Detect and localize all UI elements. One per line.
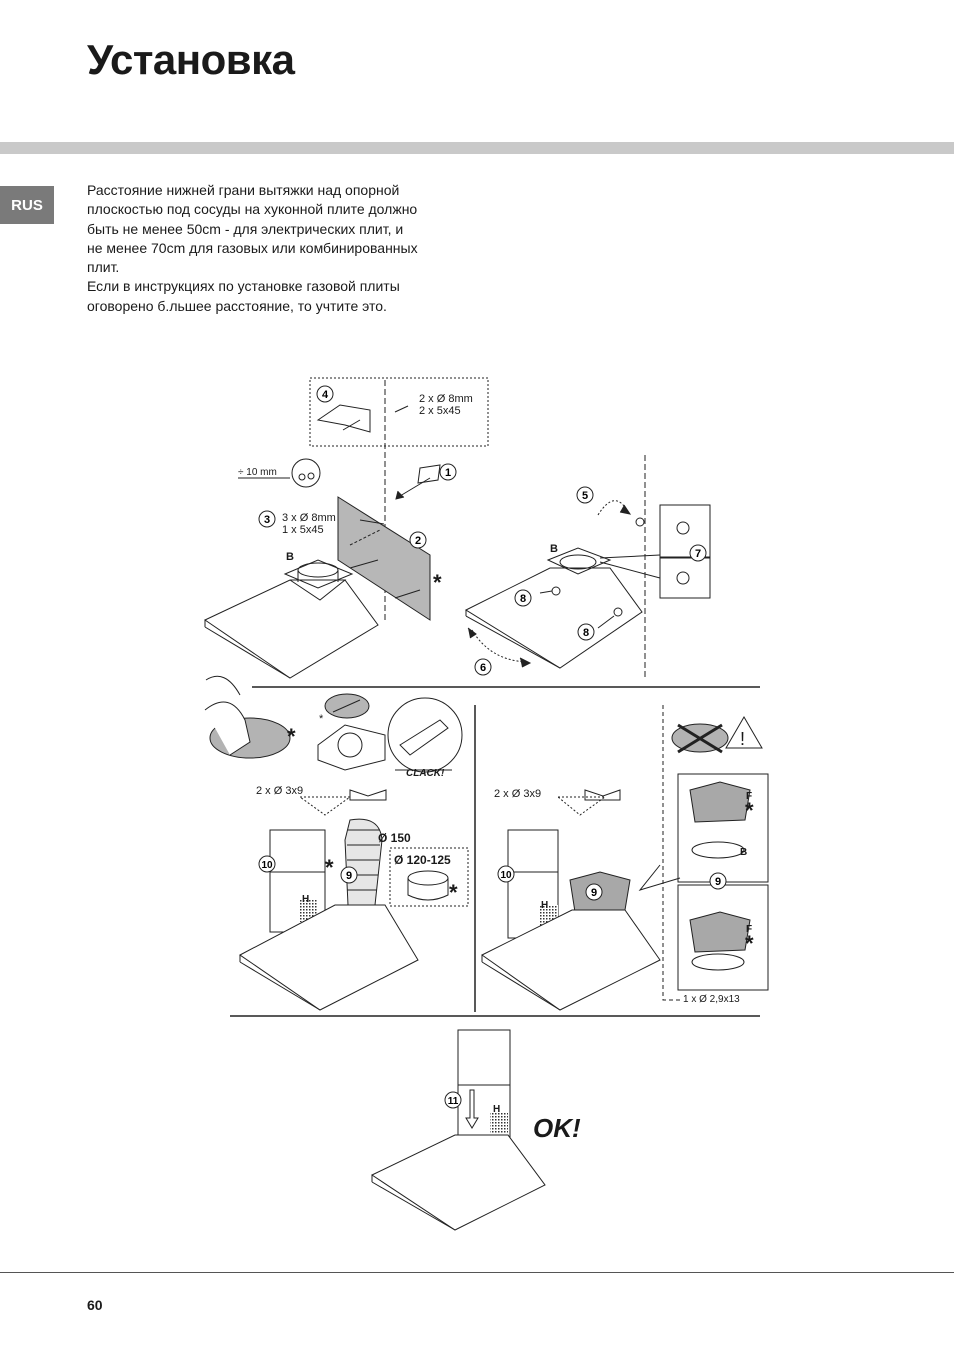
asterisk-3: * (325, 855, 334, 880)
hood-3 (239, 904, 419, 1011)
f-label-top: F (746, 791, 752, 802)
intro-line: Если в инструкциях по установке газовой … (87, 278, 400, 295)
svg-text:10: 10 (500, 870, 512, 881)
cover-outline (298, 796, 352, 816)
svg-text:9: 9 (346, 870, 352, 882)
step-9-right: 9 (709, 872, 727, 890)
asterisk-small: * (319, 713, 324, 725)
intro-line: оговорено б.льшее расстояние, то учтите … (87, 297, 387, 314)
installation-diagram: 4 1 3 2 5 7 8 8 6 10 9 10 9 9 11 2 x Ø 8… (203, 377, 769, 1231)
clack-detail-circle (387, 697, 463, 773)
page-title: Установка (87, 36, 295, 83)
screws-label-mid: 2 x Ø 3x9 (494, 788, 541, 800)
step-8a: 8 (514, 589, 532, 607)
step-4: 4 (316, 385, 334, 403)
screws-label-left: 2 x Ø 3x9 (256, 785, 303, 797)
svg-text:11: 11 (448, 1096, 459, 1107)
svg-text:7: 7 (695, 548, 701, 560)
svg-text:5: 5 (582, 490, 588, 502)
svg-text:9: 9 (591, 887, 597, 899)
asterisk-1: * (433, 570, 442, 595)
detail-box-bottom (659, 557, 711, 599)
kit3-label-1: 3 x Ø 8mm (282, 512, 336, 524)
wall-plate (337, 496, 431, 621)
asterisk-2: * (287, 724, 296, 749)
clack-label: CLACK! (406, 768, 445, 779)
h-label-bottom: H (493, 1104, 500, 1115)
b-label-detail: B (740, 847, 747, 858)
page-number: 60 (87, 1297, 103, 1313)
step-10-left: 10 (258, 855, 276, 873)
intro-text: Расстояние нижней грани вытяжки над опор… (87, 181, 467, 316)
intro-line: Расстояние нижней грани вытяжки над опор… (87, 182, 400, 198)
dia120-label: Ø 120-125 (394, 853, 451, 867)
step-1: 1 (439, 463, 457, 481)
ok-label: OK! (533, 1113, 581, 1143)
hood-4 (481, 909, 661, 1011)
label-b-1: B (286, 551, 294, 563)
label-b-2: B (550, 543, 558, 555)
kit4-label-2: 2 x 5x45 (419, 405, 461, 417)
detail-box-top (659, 504, 711, 558)
dia150-label: Ø 150 (378, 831, 411, 845)
gap-label: ÷ 10 mm (238, 467, 277, 478)
screw-2-9-label: 1 x Ø 2,9x13 (683, 994, 740, 1005)
footer-divider (0, 1272, 954, 1273)
intro-line: быть не менее 50cm - для электрических п… (87, 220, 404, 237)
kit4-label-1: 2 x Ø 8mm (419, 393, 473, 405)
warning-triangle (725, 716, 763, 749)
header-divider (0, 142, 954, 154)
step-8b: 8 (577, 623, 595, 641)
svg-text:6: 6 (480, 662, 486, 674)
svg-text:10: 10 (261, 860, 273, 871)
step-10-mid: 10 (497, 865, 515, 883)
hood-5 (370, 1134, 546, 1231)
magnifier-circle (291, 458, 321, 488)
svg-text:8: 8 (520, 593, 526, 605)
step-6: 6 (474, 658, 492, 676)
intro-line: плит. (87, 259, 120, 276)
warning-mark: ! (740, 729, 745, 749)
step-9-mid: 9 (585, 883, 603, 901)
hood-1 (203, 579, 379, 679)
asterisk-4: * (449, 880, 458, 905)
svg-text:3: 3 (264, 514, 270, 526)
h-label-mid: H (541, 900, 548, 911)
kit3-label-2: 1 x 5x45 (282, 524, 324, 536)
step-5: 5 (576, 486, 594, 504)
step-2: 2 (409, 531, 427, 549)
asterisk-5: * (745, 798, 754, 823)
hood-2 (464, 567, 643, 669)
svg-text:1: 1 (445, 467, 451, 479)
step-7: 7 (689, 544, 707, 562)
svg-text:8: 8 (583, 627, 589, 639)
step-11: 11 (444, 1091, 462, 1109)
flex-hose (344, 818, 383, 906)
svg-text:9: 9 (715, 876, 721, 888)
step-3: 3 (258, 510, 276, 528)
svg-text:2: 2 (415, 535, 421, 547)
f-label-bottom: F (746, 924, 752, 935)
kit4-box (309, 377, 489, 447)
language-tab: RUS (0, 186, 54, 224)
step-9-left: 9 (340, 866, 358, 884)
svg-text:4: 4 (322, 389, 329, 401)
intro-line: плоскостью под сосуды на хуконной плите … (87, 201, 418, 218)
intro-line: не менее 70cm для газовых или комбиниров… (87, 239, 418, 256)
asterisk-6: * (745, 931, 754, 956)
h-label-left: H (302, 894, 309, 905)
